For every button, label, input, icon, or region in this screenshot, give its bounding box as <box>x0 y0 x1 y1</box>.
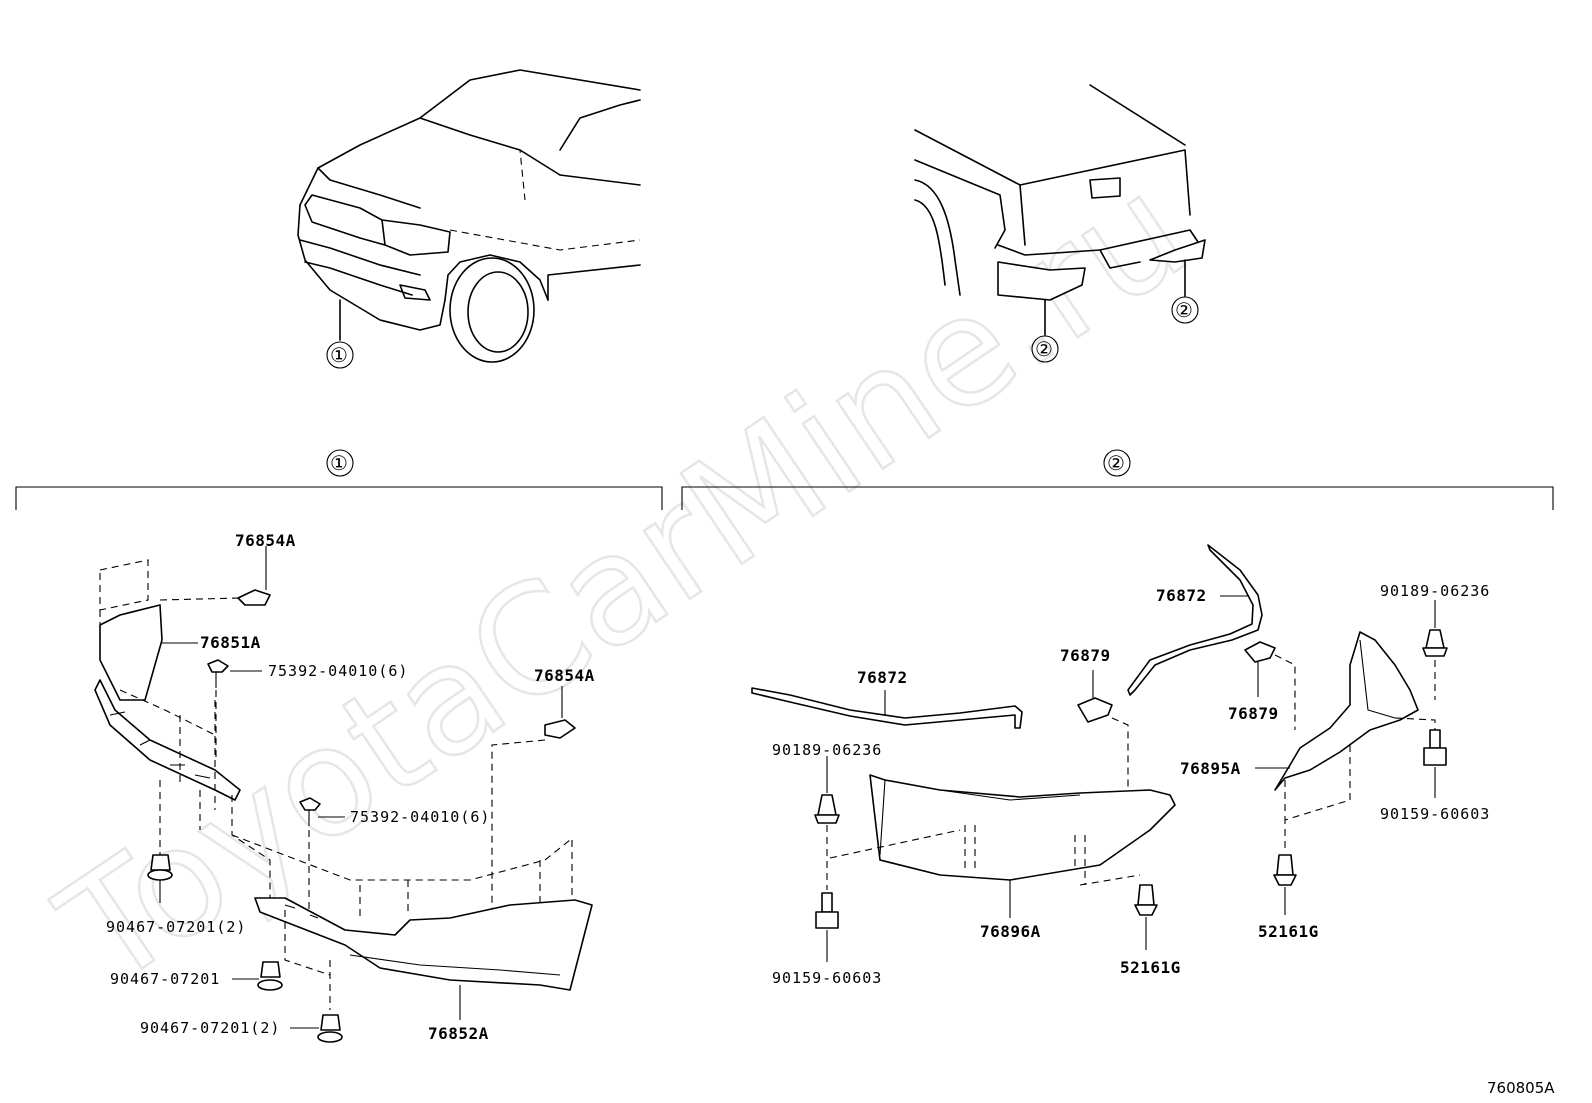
screw-upper-left-shape <box>814 756 840 824</box>
label-75392-04010-lower: 75392-04010(6) <box>350 808 490 826</box>
label-76872-left: 76872 <box>857 668 908 687</box>
strip-right-shape <box>1127 544 1263 696</box>
label-76896A: 76896A <box>980 922 1041 941</box>
label-76852A: 76852A <box>428 1024 489 1043</box>
rear-section-header: ② <box>681 449 1554 510</box>
label-90189-06236-left: 90189-06236 <box>772 741 882 759</box>
front-callout: ① <box>326 341 354 369</box>
rear-callout-left: ② <box>1031 335 1059 363</box>
label-76879-right: 76879 <box>1228 704 1279 723</box>
nut-bottom-shape <box>290 1014 343 1043</box>
clip-right-shape <box>1273 854 1297 915</box>
bumper-cover-shape <box>94 679 241 801</box>
label-90159-60603-left: 90159-60603 <box>772 969 882 987</box>
nut-single-shape <box>232 961 283 991</box>
clip-left-shape <box>1134 884 1158 950</box>
screw-upper-right-shape <box>1422 600 1448 657</box>
bolt-lower-right-shape <box>1423 729 1447 798</box>
label-90467-07201-left: 90467-07201(2) <box>106 918 246 936</box>
strip-left-shape <box>751 687 1023 729</box>
retainer-top-shape <box>237 589 271 606</box>
front-exploded-view <box>94 546 593 1043</box>
bolt-lower-left-shape <box>815 892 839 962</box>
extension-left-shape <box>869 774 1176 881</box>
spoiler-shape <box>254 897 593 991</box>
clip-lower-shape <box>299 797 321 811</box>
truck-front-illustration <box>297 69 641 363</box>
truck-rear-illustration <box>914 84 1206 336</box>
label-76854A-right: 76854A <box>534 666 595 685</box>
label-75392-04010-upper: 75392-04010(6) <box>268 662 408 680</box>
front-section-header: ① <box>15 449 663 510</box>
svg-text:①: ① <box>330 343 348 367</box>
upper-panel-shape <box>99 604 163 701</box>
label-52161G-right: 52161G <box>1258 922 1319 941</box>
svg-text:②: ② <box>1107 451 1125 475</box>
bracket-left-shape <box>1077 697 1113 723</box>
clip-upper-shape <box>207 659 229 673</box>
label-52161G-left: 52161G <box>1120 958 1181 977</box>
label-76895A: 76895A <box>1180 759 1241 778</box>
bracket-right-shape <box>1244 641 1276 663</box>
svg-text:②: ② <box>1175 298 1193 322</box>
figure-code: 760805A <box>1487 1079 1555 1097</box>
label-76872-right: 76872 <box>1156 586 1207 605</box>
label-76854A-top: 76854A <box>235 531 296 550</box>
svg-text:①: ① <box>330 451 348 475</box>
rear-exploded-view <box>751 544 1448 962</box>
label-76879-left: 76879 <box>1060 646 1111 665</box>
extension-right-shape <box>1274 631 1419 791</box>
label-90159-60603-right: 90159-60603 <box>1380 805 1490 823</box>
label-90467-07201-single: 90467-07201 <box>110 970 220 988</box>
svg-text:②: ② <box>1035 337 1053 361</box>
label-90467-07201-bottom: 90467-07201(2) <box>140 1019 280 1037</box>
label-76851A: 76851A <box>200 633 261 652</box>
label-90189-06236-right: 90189-06236 <box>1380 582 1490 600</box>
retainer-right-shape <box>544 719 576 739</box>
rear-callout-right: ② <box>1171 296 1199 324</box>
nut-left-shape <box>147 854 173 903</box>
